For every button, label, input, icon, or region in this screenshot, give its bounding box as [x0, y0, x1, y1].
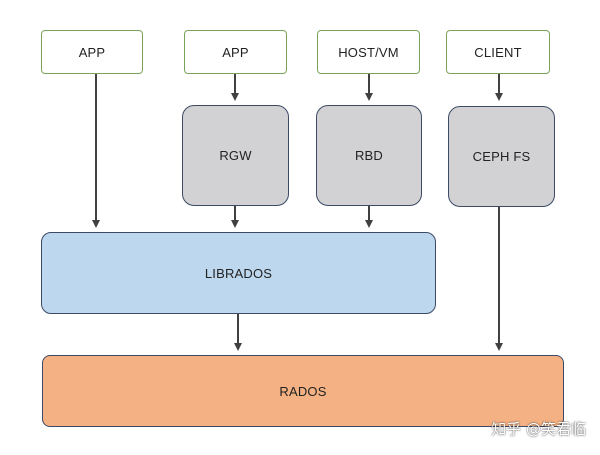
rados-label: RADOS	[279, 383, 327, 399]
watermark-text: 知乎 @笑君临	[491, 420, 586, 438]
host-vm-box: HOST/VM	[317, 30, 420, 74]
app-box-left: APP	[41, 30, 143, 74]
rbd-label: RBD	[354, 148, 384, 163]
cephfs-label: CEPH FS	[472, 149, 531, 164]
librados-box: LIBRADOS	[41, 232, 436, 314]
cephfs-box: CEPH FS	[448, 106, 555, 207]
app-box-right-label: APP	[222, 44, 249, 60]
librados-label: LIBRADOS	[204, 265, 273, 281]
rados-box: RADOS	[42, 355, 564, 427]
client-box: CLIENT	[446, 30, 550, 74]
rgw-box: RGW	[182, 105, 289, 206]
host-vm-label: HOST/VM	[338, 44, 399, 60]
app-box-left-label: APP	[78, 44, 106, 60]
app-box-right: APP	[184, 30, 287, 74]
rgw-label: RGW	[219, 148, 252, 163]
client-label: CLIENT	[474, 44, 522, 60]
rbd-box: RBD	[316, 105, 422, 206]
